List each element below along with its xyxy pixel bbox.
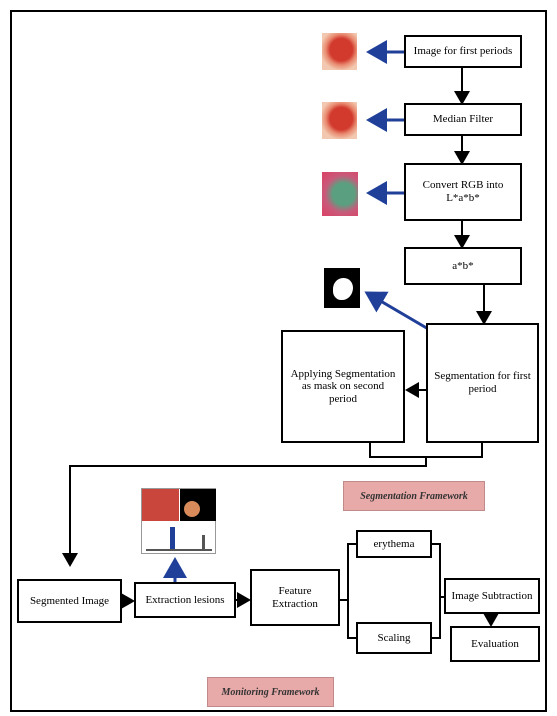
feature-extraction-box: Feature Extraction [250, 569, 340, 626]
segmented-image-box: Segmented Image [17, 579, 122, 623]
lesion-extraction-thumbnail [141, 488, 216, 554]
monitoring-framework-label: Monitoring Framework [207, 677, 334, 707]
extraction-lesions-box: Extraction lesions [134, 582, 236, 618]
arrow-to-segmented-image [62, 457, 427, 567]
scaling-box: Scaling [356, 622, 432, 654]
evaluation-box: Evaluation [450, 626, 540, 662]
blue-arrow-mask-thumb [364, 291, 431, 332]
fork-left-bracket [347, 543, 356, 639]
fork-right-bracket [432, 543, 441, 639]
median-filter-box: Median Filter [404, 103, 522, 136]
image-subtraction-box: Image Subtraction [444, 578, 540, 614]
erythema-box: erythema [356, 530, 432, 558]
lab-color-thumbnail [322, 172, 358, 216]
merge-bracket [369, 443, 483, 458]
segmentation-first-period-box: Segmentation for first period [426, 323, 539, 443]
convert-rgb-box: Convert RGB into L*a*b* [404, 163, 522, 221]
skin-image-thumbnail [322, 33, 357, 70]
ab-box: a*b* [404, 247, 522, 285]
median-filter-thumbnail [322, 102, 357, 139]
applying-segmentation-box: Applying Segmentation as mask on second … [281, 330, 405, 443]
segmentation-mask-thumbnail [324, 268, 360, 308]
segmentation-framework-label: Segmentation Framework [343, 481, 485, 511]
image-first-periods-box: Image for first periods [404, 35, 522, 68]
